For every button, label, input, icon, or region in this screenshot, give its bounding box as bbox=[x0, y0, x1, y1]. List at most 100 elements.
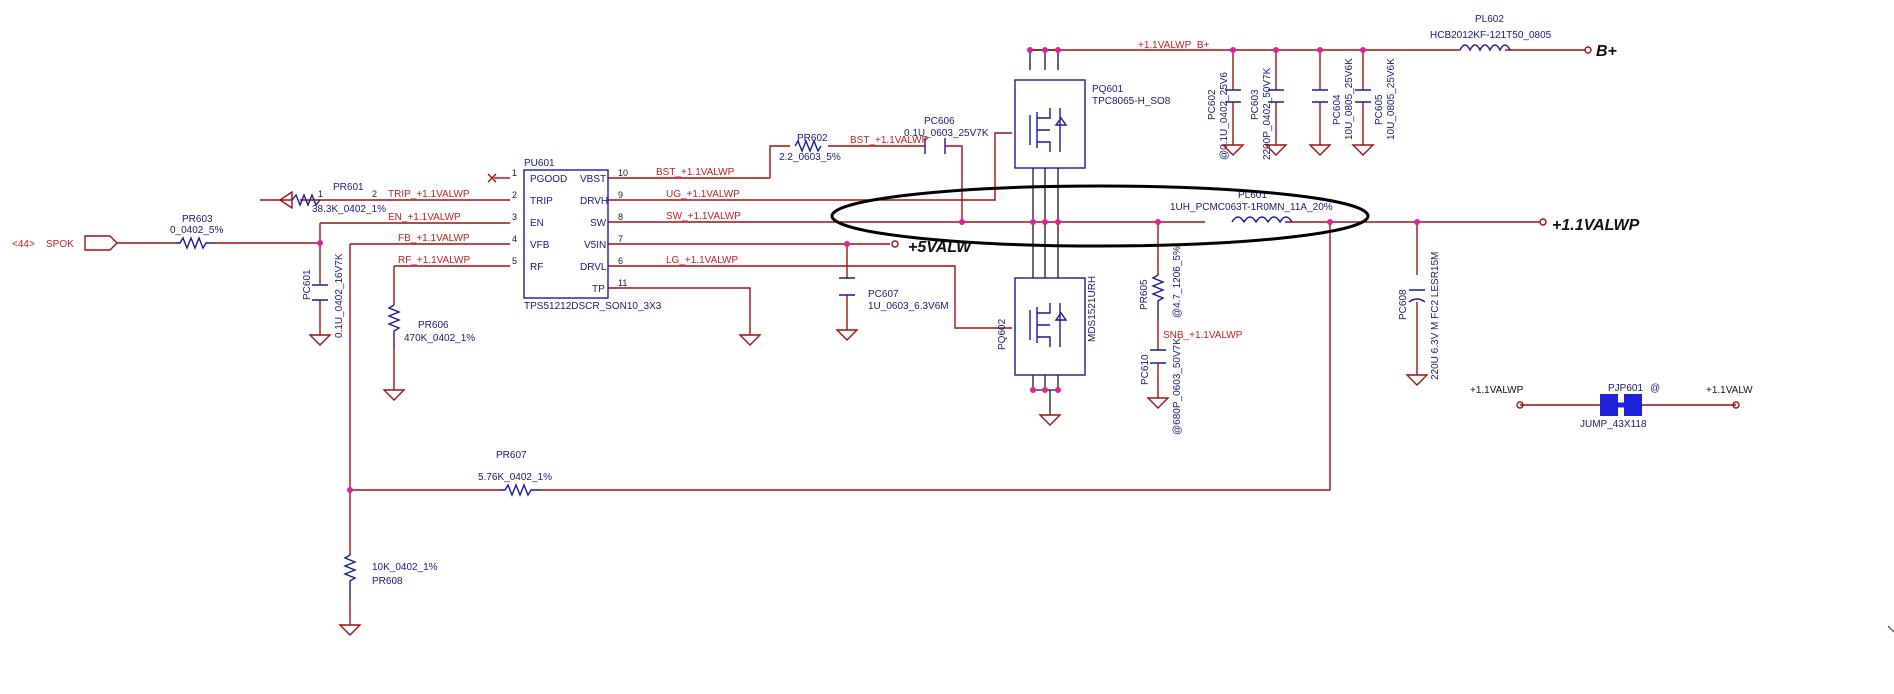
pr601-ref: PR601 bbox=[333, 182, 364, 193]
ground-icon bbox=[1351, 144, 1375, 156]
resistor-pr603 bbox=[175, 236, 215, 250]
pq601-value: TPC8065-H_SO8 bbox=[1092, 96, 1171, 107]
ic-pin-9-num: 9 bbox=[618, 190, 623, 200]
port-5valw-label: +5VALW bbox=[908, 239, 973, 256]
ic-part: TPS51212DSCR_SON10_3X3 bbox=[524, 301, 662, 312]
net-labels: TRIP_+1.1VALWP EN_+1.1VALWP FB_+1.1VALWP… bbox=[388, 40, 1753, 396]
pc606-ref: PC606 bbox=[924, 116, 955, 127]
edge-mark bbox=[1887, 625, 1894, 633]
net-rf: RF_+1.1VALWP bbox=[398, 255, 470, 266]
ic-pin-sw-name: SW bbox=[590, 218, 607, 229]
ic-pin-8-num: 8 bbox=[618, 212, 623, 222]
pc610-ref: PC610 bbox=[1140, 354, 1151, 385]
port-spok-sheet-ref: <44> bbox=[12, 239, 35, 250]
inductors: PL602 HCB2012KF-121T50_0805 PL601 1UH_PC… bbox=[1170, 14, 1552, 224]
inductor-pl601 bbox=[1231, 216, 1293, 224]
ic-pin-1-num: 1 bbox=[512, 168, 517, 178]
jumper-pad-right bbox=[1624, 394, 1642, 416]
ports: <44> SPOK B+ +5VALW +1.1VALWP bbox=[12, 43, 1640, 256]
ic-pin-drvh-name: DRVH bbox=[580, 196, 608, 207]
ground-icon bbox=[382, 389, 406, 401]
pq602-value: MDS1521URH bbox=[1087, 276, 1098, 342]
net-jump-left: +1.1VALWP bbox=[1470, 385, 1524, 396]
ic-pin-5-num: 5 bbox=[512, 256, 517, 266]
jumper-pjp601: PJP601 @ JUMP_43X118 bbox=[1516, 383, 1740, 430]
net-bst-ic: BST_+1.1VALWP bbox=[656, 167, 735, 178]
ic-pin-3-num: 3 bbox=[512, 212, 517, 222]
net-snubber: SNB_+1.1VALWP bbox=[1163, 330, 1243, 341]
svg-text:2: 2 bbox=[372, 189, 377, 199]
ic-pin-v5in-name: V5IN bbox=[584, 240, 606, 251]
port-spok-label: SPOK bbox=[46, 239, 74, 250]
ic-pin-trip-name: TRIP bbox=[530, 196, 553, 207]
pl602-ref: PL602 bbox=[1475, 14, 1504, 25]
no-connect-mark bbox=[487, 173, 497, 183]
pq602-fet-symbol bbox=[1029, 303, 1068, 347]
ground-icon bbox=[338, 624, 362, 636]
net-jump-right: +1.1VALW bbox=[1706, 385, 1753, 396]
pq601-fet-symbol bbox=[1029, 108, 1068, 152]
mosfets: PQ601 TPC8065-H_SO8 PQ602 MDS1521URH bbox=[997, 79, 1171, 376]
pr606-value: 470K_0402_1% bbox=[404, 333, 475, 344]
ic-pin-2-num: 2 bbox=[512, 190, 517, 200]
pl601-value: 1UH_PCMC063T-1R0MN_11A_20% bbox=[1170, 202, 1333, 213]
ground-icon bbox=[1308, 144, 1332, 156]
pc605-value: 10U_0805_25V6K bbox=[1386, 58, 1397, 140]
ground-icon bbox=[1038, 414, 1062, 426]
ic-pin-11-num: 11 bbox=[618, 278, 627, 288]
pr606-ref: PR606 bbox=[418, 320, 449, 331]
pr608-value: 10K_0402_1% bbox=[372, 562, 438, 573]
resistor-pr606 bbox=[387, 304, 401, 347]
pc601-ref: PC601 bbox=[302, 269, 313, 300]
inductor-pl602 bbox=[1459, 44, 1511, 52]
mosfet-pq602 bbox=[1014, 277, 1086, 376]
ic-pin-6-num: 6 bbox=[618, 256, 623, 266]
net-wires bbox=[117, 49, 1736, 625]
svg-text:1: 1 bbox=[318, 189, 323, 199]
mosfet-pq601 bbox=[1014, 79, 1086, 169]
pr605-value: @4.7_1206_5% bbox=[1172, 246, 1183, 318]
pjp601-suffix: @ bbox=[1650, 383, 1660, 394]
net-bst-cap: BST_+1.1VALWP bbox=[850, 135, 929, 146]
ground-symbols bbox=[308, 144, 1429, 636]
net-trip: TRIP_+1.1VALWP bbox=[388, 189, 470, 200]
capacitor-pc601 bbox=[312, 284, 328, 301]
pq601-ref: PQ601 bbox=[1092, 84, 1124, 95]
capacitor-pc602 bbox=[1225, 89, 1241, 103]
pl601-ref: PL601 bbox=[1238, 190, 1267, 201]
resistor-pr607 bbox=[500, 483, 540, 497]
ground-icon bbox=[1221, 144, 1245, 156]
ground-icon bbox=[738, 334, 762, 346]
capacitor-pc603 bbox=[1268, 89, 1284, 103]
pr601-value: 38.3K_0402_1% bbox=[312, 204, 386, 215]
net-fb: FB_+1.1VALWP bbox=[398, 233, 470, 244]
pc605-ref: PC605 bbox=[1374, 94, 1385, 125]
pr603-ref: PR603 bbox=[182, 214, 213, 225]
resistor-pr602 bbox=[794, 139, 822, 153]
pc607-ref: PC607 bbox=[868, 289, 899, 300]
pc604-value: 10U_0805_25V6K bbox=[1344, 58, 1355, 140]
pc608-ref: PC608 bbox=[1398, 289, 1409, 320]
port-5valw-terminal bbox=[891, 240, 899, 248]
ic-pin-4-num: 4 bbox=[512, 234, 517, 244]
ground-icon bbox=[835, 329, 859, 341]
ground-icon bbox=[308, 334, 332, 346]
ic-pin-10-num: 10 bbox=[618, 168, 628, 178]
net-lg: LG_+1.1VALWP bbox=[666, 255, 738, 266]
highlight-oval bbox=[830, 184, 1370, 248]
ic-pin-drvl-name: DRVL bbox=[580, 262, 607, 273]
pr605-ref: PR605 bbox=[1139, 279, 1150, 310]
ic-ref: PU601 bbox=[524, 158, 555, 169]
pc602-ref: PC602 bbox=[1207, 89, 1218, 120]
pc603-ref: PC603 bbox=[1250, 89, 1261, 120]
pr602-ref: PR602 bbox=[797, 133, 828, 144]
resistor-pr601 bbox=[291, 193, 321, 207]
ic-pin-pgood-name: PGOOD bbox=[530, 174, 567, 185]
capacitor-pc605 bbox=[1355, 89, 1371, 103]
ic-body bbox=[523, 169, 609, 299]
pl602-value: HCB2012KF-121T50_0805 bbox=[1430, 30, 1552, 41]
pc610-value: @680P_0603_50V7K bbox=[1172, 338, 1183, 435]
jumper-pad-left bbox=[1600, 394, 1618, 416]
net-en: EN_+1.1VALWP bbox=[388, 212, 461, 223]
